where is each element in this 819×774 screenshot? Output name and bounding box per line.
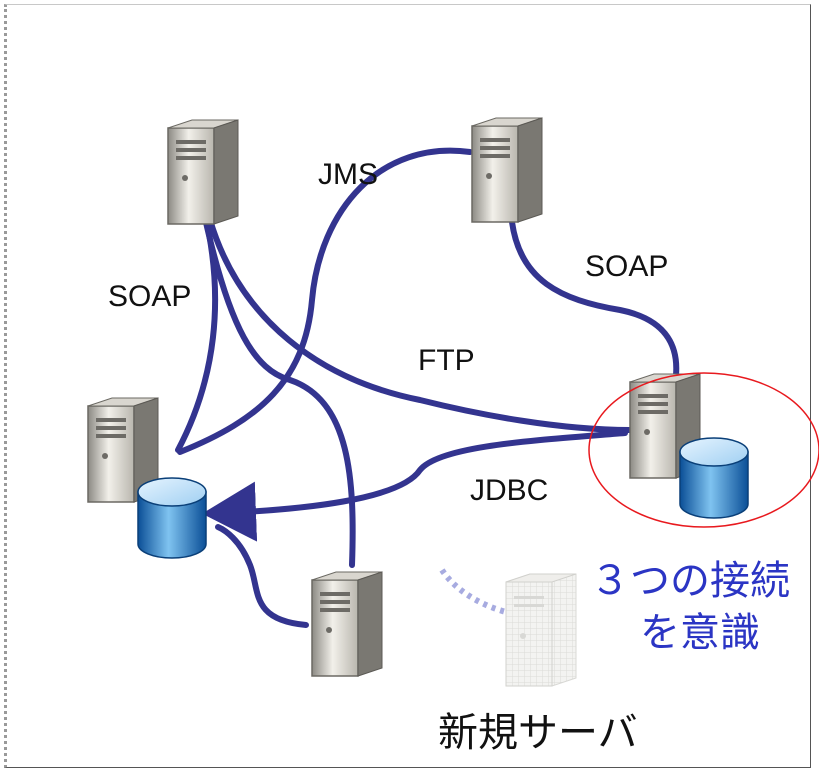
connector-soap-left [175,212,219,453]
database-icon-left [137,477,207,559]
connector-ftp [207,217,633,433]
new-server-caption: 新規サーバ [438,711,638,755]
new-server-icon [505,573,577,687]
label-soap-left: SOAP [108,280,192,313]
note-line-1: ３つの接続 [590,559,790,603]
label-soap-right: SOAP [585,250,669,283]
note-line-2: を意識 [640,611,760,655]
pending-connection [439,568,507,615]
label-jms: JMS [318,158,378,191]
server-icon-top-right [471,117,543,223]
label-jdbc: JDBC [470,474,549,507]
connector-jms [177,147,473,455]
server-icon-left [87,397,159,503]
server-icon-right [629,373,701,479]
server-icon-top-left [167,119,239,225]
connector-lower [215,524,309,628]
server-icon-bottom [311,571,383,677]
database-icon-right [679,437,749,519]
slide-frame [4,4,811,768]
label-ftp: FTP [418,344,475,377]
connector-jdbc [202,430,628,542]
connector-soap-right [509,219,680,378]
highlight-ring [588,372,819,528]
connector-soap-left-b [202,215,356,568]
